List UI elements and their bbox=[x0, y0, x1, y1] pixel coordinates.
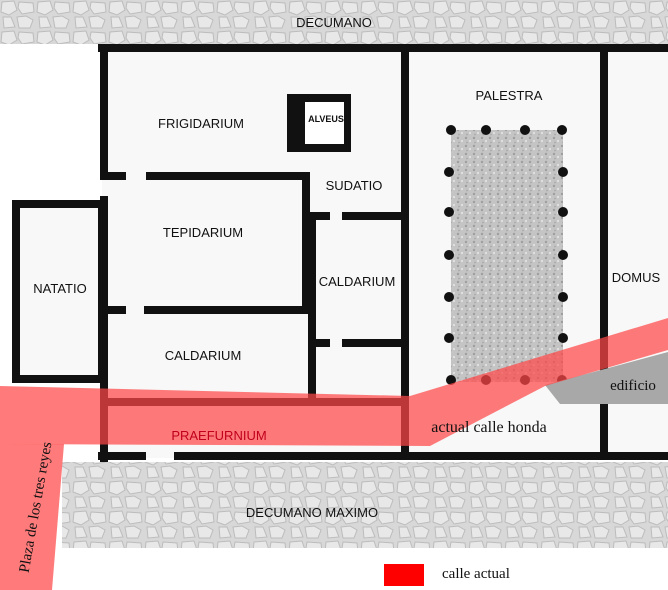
calle-honda-label: actual calle honda bbox=[431, 419, 547, 436]
caldarium-right-label: CALDARIUM bbox=[319, 274, 396, 289]
column bbox=[558, 250, 568, 260]
column bbox=[520, 125, 530, 135]
legend-label: calle actual bbox=[442, 566, 510, 582]
natatio-label: NATATIO bbox=[33, 281, 86, 296]
column bbox=[558, 292, 568, 302]
praefurnium-label: PRAEFURNIUM bbox=[171, 428, 266, 443]
palestra-label: PALESTRA bbox=[476, 88, 543, 103]
caldarium-left-label: CALDARIUM bbox=[165, 348, 242, 363]
decumano-maximo-street bbox=[62, 462, 668, 548]
alveus-label: ALVEUS bbox=[308, 114, 344, 124]
tepidarium-label: TEPIDARIUM bbox=[163, 225, 243, 240]
edificio-block bbox=[545, 352, 668, 404]
edificio-label: edificio bbox=[610, 378, 656, 394]
legend-swatch bbox=[384, 564, 424, 586]
column bbox=[446, 125, 456, 135]
palestra-court bbox=[451, 130, 563, 382]
frigidarium-label: FRIGIDARIUM bbox=[158, 116, 244, 131]
decumano-maximo-label: DECUMANO MAXIMO bbox=[246, 505, 378, 520]
column bbox=[481, 125, 491, 135]
column bbox=[444, 250, 454, 260]
column bbox=[444, 292, 454, 302]
column bbox=[558, 333, 568, 343]
column bbox=[558, 207, 568, 217]
natatio-floor bbox=[16, 203, 102, 380]
column bbox=[444, 167, 454, 177]
decumano-street bbox=[0, 0, 668, 44]
current-streets-overlay bbox=[0, 318, 668, 590]
decumano-label: DECUMANO bbox=[296, 15, 372, 30]
column bbox=[444, 333, 454, 343]
plaza-overlay bbox=[0, 444, 64, 590]
domus-label: DOMUS bbox=[612, 270, 661, 285]
column bbox=[558, 167, 568, 177]
column bbox=[446, 375, 456, 385]
column bbox=[557, 125, 567, 135]
column bbox=[444, 207, 454, 217]
walls bbox=[12, 44, 668, 462]
alveus-inner bbox=[305, 102, 344, 144]
calle-honda-overlay bbox=[0, 318, 668, 446]
sudatio-label: SUDATIO bbox=[326, 178, 383, 193]
